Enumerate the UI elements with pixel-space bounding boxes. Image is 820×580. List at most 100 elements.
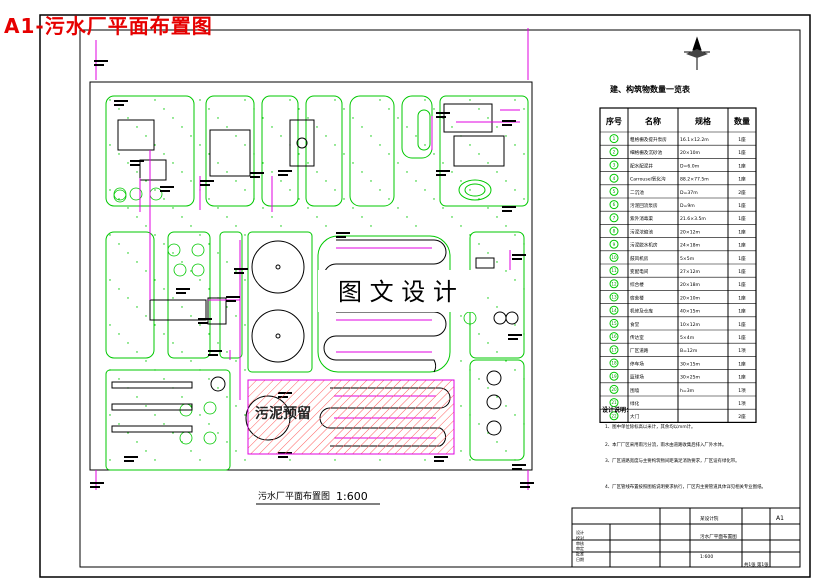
- row-name: 配水配泥井: [630, 162, 653, 169]
- grass-dot: [523, 333, 525, 335]
- row-spec: 21.6×3.5m: [680, 216, 706, 222]
- row-spec: 24×18m: [680, 243, 701, 249]
- coord-mark: [436, 170, 450, 172]
- row-number: 20: [611, 387, 617, 392]
- row-number-circle: [609, 226, 619, 236]
- lane: [111, 425, 193, 433]
- grass-dot: [172, 207, 174, 209]
- grass-dot: [316, 126, 318, 128]
- sheet-count: 共1张 第1张: [744, 561, 769, 568]
- coord-mark: [90, 482, 104, 484]
- clarifier: [251, 240, 305, 294]
- coord-mark: [502, 120, 516, 122]
- row-spec: 20×18m: [680, 282, 701, 288]
- grass-dot: [145, 360, 147, 362]
- green-area: [105, 231, 155, 359]
- building: [149, 299, 207, 321]
- green-area: [167, 231, 211, 359]
- grass-dot: [118, 378, 120, 380]
- grass-dot: [190, 270, 192, 272]
- green-area: [469, 359, 525, 461]
- coord-mark: [512, 254, 526, 256]
- grass-dot: [154, 414, 156, 416]
- coord-mark: [434, 456, 448, 458]
- grass-dot: [172, 252, 174, 254]
- row-qty: 1座: [738, 149, 746, 156]
- grass-dot: [523, 153, 525, 155]
- aeration-line: [336, 319, 432, 353]
- grass-dot: [208, 243, 210, 245]
- grass-dot: [262, 117, 264, 119]
- grass-dot: [505, 225, 507, 227]
- grass-dot: [235, 360, 237, 362]
- coord-mark: [336, 236, 346, 238]
- grass-dot: [190, 360, 192, 362]
- grass-dot: [487, 387, 489, 389]
- grass-dot: [469, 234, 471, 236]
- grass-dot: [334, 99, 336, 101]
- grass-dot: [235, 135, 237, 137]
- grass-dot: [136, 351, 138, 353]
- row-qty: 1座: [738, 228, 746, 235]
- grass-dot: [478, 378, 480, 380]
- grass-dot: [136, 396, 138, 398]
- grass-dot: [208, 153, 210, 155]
- grass-dot: [226, 261, 228, 263]
- grass-dot: [469, 369, 471, 371]
- grass-dot: [379, 189, 381, 191]
- row-number: 15: [611, 321, 617, 326]
- grass-dot: [217, 162, 219, 164]
- grass-dot: [469, 324, 471, 326]
- grass-dot: [109, 369, 111, 371]
- grass-dot: [505, 405, 507, 407]
- grass-dot: [469, 414, 471, 416]
- row-number-circle: [609, 266, 619, 276]
- row-name: 粗格栅及提升泵房: [630, 136, 667, 143]
- coord-mark: [512, 258, 522, 260]
- grass-dot: [280, 135, 282, 137]
- grass-dot: [199, 99, 201, 101]
- coord-mark: [208, 354, 218, 356]
- grass-dot: [487, 252, 489, 254]
- row-spec: 27×12m: [680, 269, 701, 275]
- tree-icon: [203, 401, 217, 415]
- grass-dot: [325, 180, 327, 182]
- row-number-circle: [609, 279, 619, 289]
- row-number-circle: [609, 292, 619, 302]
- row-name: 细格栅及沉砂池: [630, 149, 663, 156]
- grass-dot: [514, 324, 516, 326]
- grass-dot: [298, 198, 300, 200]
- grass-dot: [181, 396, 183, 398]
- row-qty: 1座: [738, 308, 746, 315]
- row-qty: 1座: [738, 136, 746, 143]
- row-qty: 1座: [738, 294, 746, 301]
- row-qty: 1座: [738, 215, 746, 222]
- row-number: 19: [611, 374, 617, 379]
- grass-dot: [181, 216, 183, 218]
- grass-dot: [496, 171, 498, 173]
- row-number-circle: [609, 318, 619, 328]
- grass-dot: [271, 171, 273, 173]
- building: [139, 159, 167, 181]
- grass-dot: [145, 450, 147, 452]
- drawing-number: A1: [776, 515, 784, 522]
- grass-dot: [505, 135, 507, 137]
- grass-dot: [154, 189, 156, 191]
- grass-dot: [217, 342, 219, 344]
- coord-mark: [176, 292, 186, 294]
- grass-dot: [244, 459, 246, 461]
- grass-dot: [496, 351, 498, 353]
- grass-dot: [244, 324, 246, 326]
- grass-dot: [226, 126, 228, 128]
- grass-dot: [487, 162, 489, 164]
- row-number-circle: [609, 252, 619, 262]
- lane: [111, 381, 193, 389]
- row-qty: 2座: [738, 413, 746, 420]
- grass-dot: [118, 108, 120, 110]
- grass-dot: [208, 378, 210, 380]
- grass-dot: [460, 180, 462, 182]
- grass-dot: [226, 216, 228, 218]
